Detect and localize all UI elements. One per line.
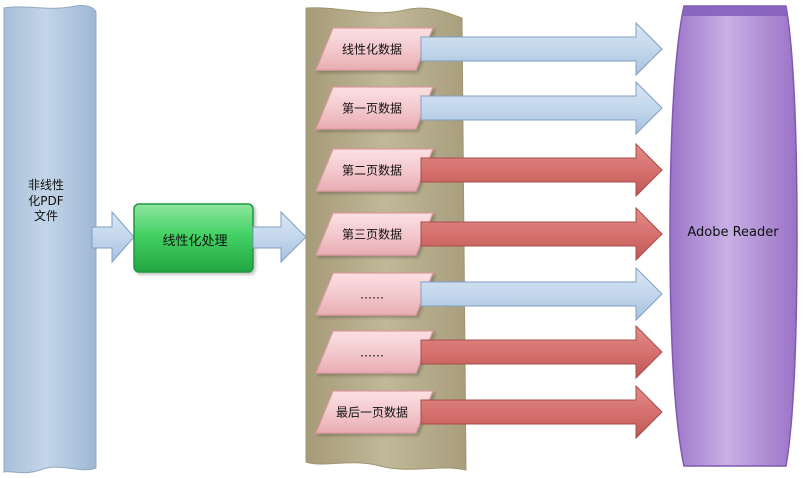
data-row-2: 第一页数据 xyxy=(315,80,663,136)
linearization-process-label: 线性化处理 xyxy=(162,234,228,249)
data-row-5: …… xyxy=(315,266,663,322)
arrow-process-to-panel xyxy=(252,210,307,264)
data-block-parallelogram xyxy=(315,148,434,192)
data-row-3: 第二页数据 xyxy=(315,142,663,198)
data-block-parallelogram xyxy=(315,212,434,256)
blue-arrow-to-reader xyxy=(420,80,663,136)
data-row-1: 线性化数据 xyxy=(315,21,663,77)
data-block-parallelogram xyxy=(315,272,434,316)
data-block-parallelogram xyxy=(315,330,434,374)
data-block-parallelogram xyxy=(315,86,434,130)
data-block-parallelogram xyxy=(315,27,434,71)
red-arrow-to-reader xyxy=(420,384,663,440)
blue-arrow-to-reader xyxy=(420,21,663,77)
data-block-label: …… xyxy=(360,288,384,302)
pdf-document-label: 非线性化PDF文件 xyxy=(28,178,65,223)
adobe-reader-shape xyxy=(669,5,798,467)
data-block-label: 线性化数据 xyxy=(342,42,402,57)
data-row-7: 最后一页数据 xyxy=(315,384,663,440)
red-arrow-to-reader xyxy=(420,206,663,262)
data-block-label: 最后一页数据 xyxy=(336,405,408,420)
data-row-6: …… xyxy=(315,324,663,380)
pdf-document-scroll xyxy=(3,5,97,474)
data-block-label: 第二页数据 xyxy=(342,163,402,178)
reader-top-band xyxy=(682,6,788,16)
red-arrow-to-reader xyxy=(420,324,663,380)
data-block-label: 第三页数据 xyxy=(342,227,402,242)
data-block-parallelogram xyxy=(315,390,434,434)
data-block-label: 第一页数据 xyxy=(342,101,402,116)
blue-arrow-to-reader xyxy=(420,266,663,322)
data-row-4: 第三页数据 xyxy=(315,206,663,262)
adobe-reader-label: Adobe Reader xyxy=(687,225,779,240)
red-arrow-to-reader xyxy=(420,142,663,198)
arrow-pdf-to-process xyxy=(91,210,135,264)
data-block-label: …… xyxy=(360,346,384,360)
